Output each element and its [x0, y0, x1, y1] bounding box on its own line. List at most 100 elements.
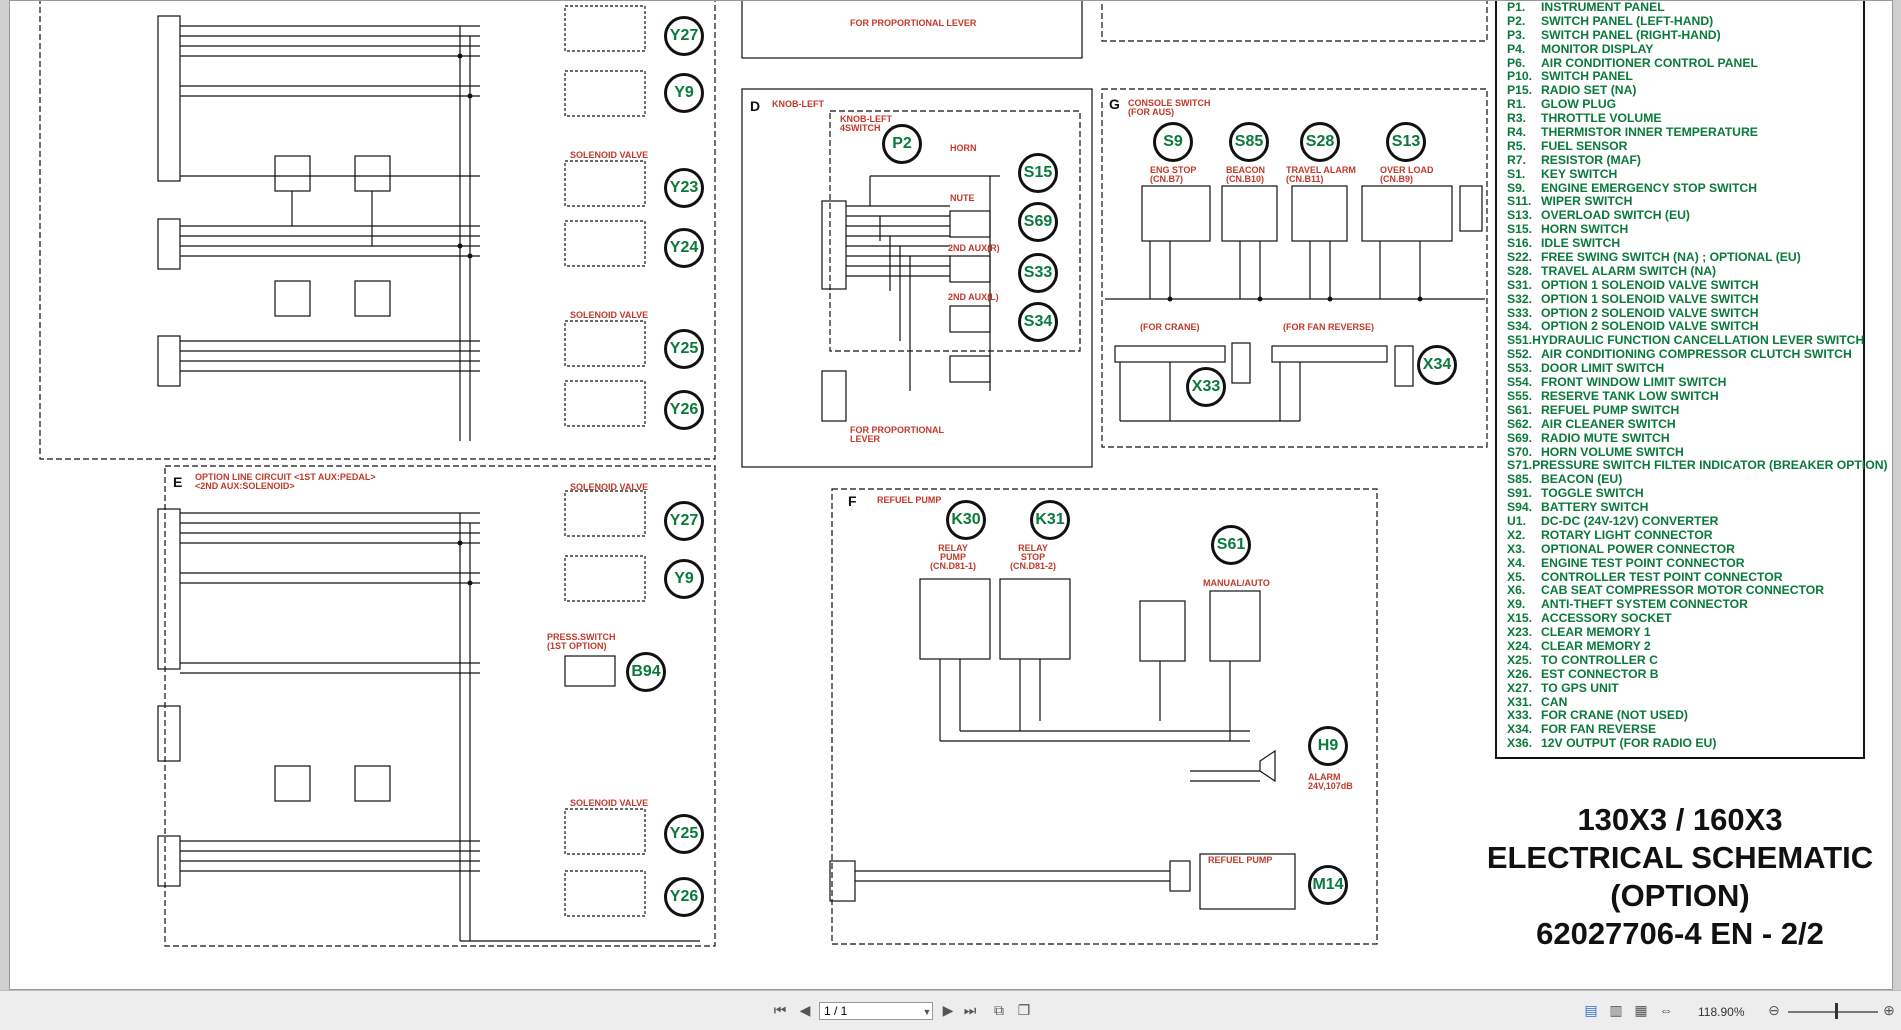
legend-code: U1.	[1507, 513, 1526, 528]
legend-row: S53.DOOR LIMIT SWITCH	[1507, 361, 1863, 376]
legend-description: FOR CRANE (NOT USED)	[1541, 708, 1688, 723]
legend-code: S52.	[1507, 347, 1533, 362]
legend-row: R3. THROTTLE VOLUME	[1507, 111, 1863, 126]
legend-row: S13.OVERLOAD SWITCH (EU)	[1507, 208, 1863, 223]
zoom-in-icon[interactable]: ⊕	[1883, 1002, 1895, 1018]
legend-description: OPTIONAL POWER CONNECTOR	[1541, 541, 1735, 556]
page-dropdown-chevron-icon[interactable]: ▼	[922, 1007, 932, 1017]
section-f-title: REFUEL PUMP	[877, 495, 942, 505]
component-y23: Y23	[664, 168, 704, 208]
press-switch-label: PRESS.SWITCH (1ST OPTION)	[547, 632, 616, 651]
legend-description: PRESSURE SWITCH FILTER INDICATOR (BREAKE…	[1532, 458, 1888, 473]
component-s15: S15	[1018, 153, 1058, 193]
continuous-view-icon[interactable]: ▥	[1609, 1002, 1623, 1018]
legend-code: S32.	[1507, 291, 1533, 306]
legend-description: IDLE SWITCH	[1541, 236, 1621, 251]
legend-description: CONTROLLER TEST POINT CONNECTOR	[1541, 569, 1783, 584]
legend-description: RADIO MUTE SWITCH	[1541, 430, 1670, 445]
title-option: (OPTION)	[1610, 878, 1750, 913]
legend-row: P2.SWITCH PANEL (LEFT-HAND)	[1507, 14, 1863, 29]
next-page-icon[interactable]: ▶	[942, 1002, 954, 1018]
legend-code: P6.	[1507, 55, 1526, 70]
prev-page-icon[interactable]: ◀	[799, 1002, 811, 1018]
component-y26-a: Y26	[664, 390, 704, 430]
top-lever-note: FOR PROPORTIONAL LEVER	[850, 18, 977, 28]
legend-row: P1.INSTRUMENT PANEL	[1507, 1, 1863, 15]
legend-code: S69.	[1507, 430, 1533, 445]
legend-description: OPTION 2 SOLENOID VALVE SWITCH	[1541, 319, 1759, 334]
legend-row: X27. TO GPS UNIT	[1507, 680, 1863, 696]
legend-row: S34.OPTION 2 SOLENOID VALVE SWITCH	[1507, 320, 1863, 334]
zoom-out-icon[interactable]: ⊖	[1768, 1002, 1780, 1018]
last-page-icon[interactable]: ⏭	[963, 1002, 977, 1018]
legend-code: S22.	[1507, 250, 1533, 265]
legend-code: R3.	[1507, 111, 1526, 126]
alarm-label: ALARM 24V,107dB	[1308, 772, 1353, 791]
g-caption-eng-stop: ENG STOP (CN.B7)	[1150, 165, 1197, 184]
legend-row: U1.DC-DC (24V-12V) CONVERTER	[1507, 513, 1863, 529]
section-e-title: OPTION LINE CIRCUIT <1ST AUX:PEDAL> <2ND…	[195, 472, 376, 491]
legend-code: P15.	[1507, 83, 1533, 98]
legend-code: X6.	[1507, 583, 1526, 598]
page-number-input[interactable]	[819, 1002, 933, 1020]
legend-description: THERMISTOR INNER TEMPERATURE	[1541, 125, 1758, 140]
legend-code: S51.	[1507, 333, 1533, 348]
legend-row: S28.TRAVEL ALARM SWITCH (NA)	[1507, 264, 1863, 279]
zoom-slider-track[interactable]	[1788, 1011, 1878, 1013]
component-k31: K31	[1030, 500, 1070, 540]
legend-description: RESISTOR (MAF)	[1541, 152, 1641, 167]
legend-code: S55.	[1507, 388, 1533, 403]
component-y9-a: Y9	[664, 73, 704, 113]
legend-row: S16. IDLE SWITCH	[1507, 236, 1863, 251]
section-d-letter: D	[750, 98, 761, 114]
legend-description: THROTTLE VOLUME	[1541, 111, 1662, 126]
document-viewer[interactable]: E OPTION LINE CIRCUIT <1ST AUX:PEDAL> <2…	[0, 0, 1901, 990]
legend-code: X5.	[1507, 569, 1526, 584]
section-g-letter: G	[1109, 96, 1120, 112]
legend-code: X34.	[1507, 722, 1533, 737]
legend-description: HYDRAULIC FUNCTION CANCELLATION LEVER SW…	[1532, 333, 1865, 348]
legend-code: X33.	[1507, 708, 1533, 723]
g-caption-over-load: OVER LOAD (CN.B9)	[1380, 165, 1434, 184]
title-block: 130X3 / 160X3 ELECTRICAL SCHEMATIC (OPTI…	[1470, 801, 1890, 953]
single-page-view-icon[interactable]: ▤	[1584, 1002, 1598, 1018]
legend-code: S61.	[1507, 402, 1533, 417]
component-b94: B94	[626, 652, 666, 692]
legend-description: ANTI-THEFT SYSTEM CONNECTOR	[1541, 597, 1748, 612]
legend-row: S62.AIR CLEANER SWITCH	[1507, 416, 1863, 432]
legend-description: ROTARY LIGHT CONNECTOR	[1541, 527, 1713, 542]
component-y27-a: Y27	[664, 16, 704, 56]
legend-description: AIR CLEANER SWITCH	[1541, 416, 1676, 431]
legend-code: S91.	[1507, 486, 1533, 501]
page-view-icon[interactable]: ❐	[1017, 1002, 1031, 1018]
legend-description: RADIO SET (NA)	[1541, 83, 1637, 98]
legend-description: TO GPS UNIT	[1541, 680, 1619, 695]
g-caption-travel-alarm: TRAVEL ALARM (CN.B11)	[1286, 165, 1356, 184]
fit-width-icon[interactable]: ⇔	[1659, 1002, 1673, 1018]
two-page-view-icon[interactable]: ▦	[1634, 1002, 1648, 1018]
relay-pump-label: RELAY PUMP (CN.D81-1)	[929, 543, 976, 571]
component-y24: Y24	[664, 228, 704, 268]
component-y27-b: Y27	[664, 501, 704, 541]
legend-code: S16.	[1507, 236, 1533, 251]
legend-description: FREE SWING SWITCH (NA) ; OPTIONAL (EU)	[1541, 250, 1801, 265]
legend-code: S1.	[1507, 166, 1526, 181]
copy-page-icon[interactable]: ⧉	[994, 1002, 1004, 1018]
legend-code: R5.	[1507, 138, 1526, 153]
legend-row: S91.TOGGLE SWITCH	[1507, 486, 1863, 501]
first-page-icon[interactable]: ⏮	[773, 1002, 787, 1018]
legend-row: P4.MONITOR DISPLAY	[1507, 42, 1863, 57]
legend-code: X9.	[1507, 597, 1526, 612]
section-f-letter: F	[848, 493, 857, 509]
relay-stop-label: RELAY STOP (CN.D81-2)	[1009, 543, 1056, 571]
legend-description: OPTION 2 SOLENOID VALVE SWITCH	[1541, 305, 1759, 320]
legend-description: FUEL SENSOR	[1541, 138, 1628, 153]
legend-row: S55.RESERVE TANK LOW SWITCH	[1507, 388, 1863, 404]
legend-code: X2.	[1507, 527, 1526, 542]
legend-row: S1.KEY SWITCH	[1507, 166, 1863, 182]
legend-code: P1.	[1507, 0, 1526, 14]
zoom-slider-thumb[interactable]	[1835, 1003, 1838, 1019]
legend-description: 12V OUTPUT (FOR RADIO EU)	[1541, 736, 1717, 751]
legend-code: X27.	[1507, 680, 1533, 695]
legend-row: X26.EST CONNECTOR B	[1507, 667, 1863, 682]
